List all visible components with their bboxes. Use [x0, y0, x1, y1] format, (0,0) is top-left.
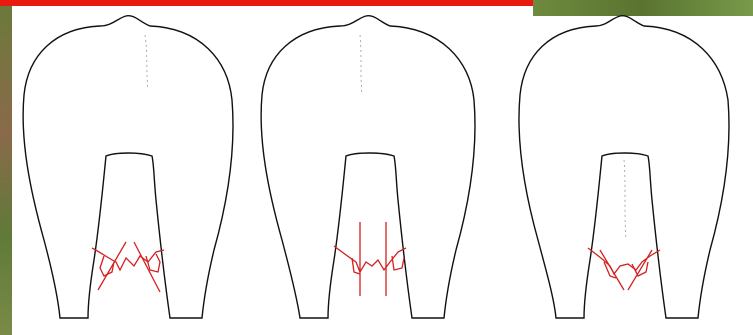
teat-markings-1	[92, 242, 164, 292]
udder-floor-line-3	[588, 248, 660, 274]
udder-midline-3	[624, 160, 626, 240]
udder-panel-2	[261, 16, 475, 318]
udder-outline-1	[23, 16, 233, 318]
udder-panel-3	[519, 16, 729, 318]
teat-markings-2	[334, 222, 406, 296]
teat-axis-right-3	[628, 250, 652, 290]
teat-axis-right-1	[134, 242, 160, 292]
udder-outline-3	[519, 16, 729, 318]
udder-floor-line-2	[334, 246, 406, 272]
teat-left-3	[604, 262, 616, 278]
teat-axis-left-3	[600, 250, 624, 290]
teat-markings-3	[588, 248, 660, 290]
udder-outline-2	[261, 16, 475, 318]
udder-panel-1	[23, 16, 233, 318]
